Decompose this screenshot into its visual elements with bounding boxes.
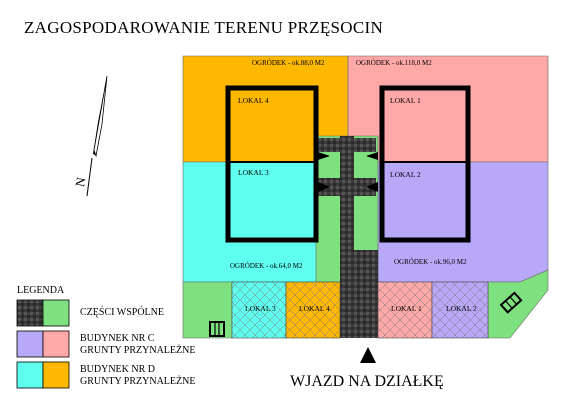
paving-patch-2: [354, 138, 376, 152]
arrow-icon: [366, 152, 378, 160]
paving-patch-1: [318, 138, 340, 152]
building-c-outline: [379, 85, 471, 243]
gate-icon: [209, 321, 225, 337]
legend-swatch-orange: [42, 361, 70, 389]
legend-swatch-green: [42, 299, 70, 327]
entry-label: WJAZD NA DZIAŁKĘ: [290, 373, 444, 390]
gate-icon: [499, 291, 523, 314]
legend-swatch-paving: [16, 299, 44, 327]
legend-common: CZĘŚCI WSPÓLNE: [80, 307, 164, 318]
legend-building-c: BUDYNEK NR C GRUNTY PRZYNALEŻNE: [80, 333, 196, 356]
legend-swatch-pink: [42, 330, 70, 358]
building-d-outline: [225, 85, 319, 243]
garden-label-bottom-right: OGRÓDEK - ok.96,0 M2: [394, 258, 467, 266]
page-title: ZAGOSPODAROWANIE TERENU PRZĘSOCIN: [24, 18, 384, 37]
unit-label-lokal-4: LOKAL 4: [238, 96, 269, 105]
arrow-icon: [318, 182, 330, 192]
parking-label: LOKAL 4: [299, 304, 330, 313]
arrow-icon: [318, 152, 330, 160]
unit-label-lokal-1: LOKAL 1: [390, 96, 421, 105]
paving-patch-4: [354, 178, 376, 196]
legend-swatch-cyan: [16, 361, 44, 389]
legend-swatch-lavender: [16, 330, 44, 358]
parking-label: LOKAL 3: [245, 304, 276, 313]
garden-label-top-right: OGRÓDEK - ok.118,0 M2: [356, 59, 432, 67]
parking-label: LOKAL 2: [446, 304, 477, 313]
unit-label-lokal-3: LOKAL 3: [238, 168, 269, 177]
entry-triangle-icon: [360, 347, 376, 363]
arrow-icon: [366, 182, 378, 192]
parking-label: LOKAL 1: [391, 304, 422, 313]
garden-label-bottom-left: OGRÓDEK - ok.64,0 M2: [230, 262, 303, 270]
legend-title: LEGENDA: [17, 285, 65, 296]
unit-label-lokal-2: LOKAL 2: [390, 170, 421, 179]
garden-label-top-left: OGRÓDEK - ok.88,0 M2: [252, 59, 325, 67]
legend-building-d: BUDYNEK NR D GRUNTY PRZYNALEŻNE: [80, 364, 196, 387]
driveway-paving-lower: [340, 250, 378, 338]
